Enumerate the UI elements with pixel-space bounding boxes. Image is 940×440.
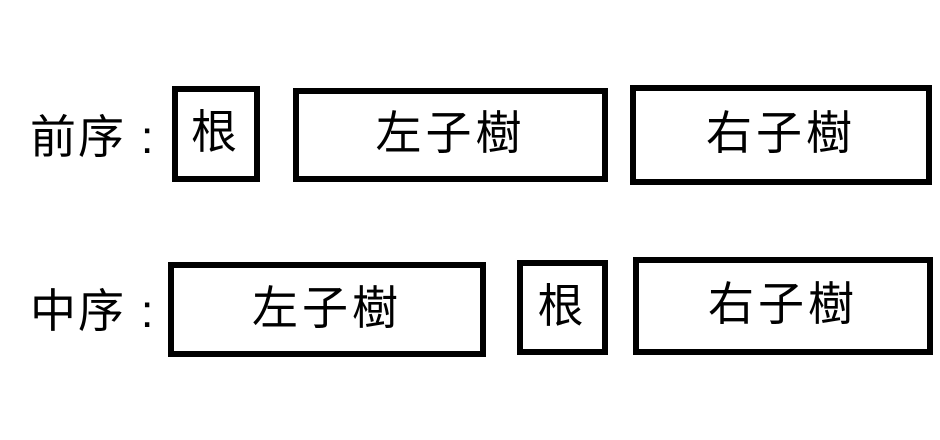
inorder-left-subtree-box: 左子樹 — [168, 262, 486, 357]
preorder-right-subtree-box: 右子樹 — [630, 85, 932, 185]
inorder-root-text: 根 — [537, 279, 588, 332]
inorder-right-subtree-box: 右子樹 — [633, 257, 933, 355]
preorder-right-subtree-text: 右子樹 — [706, 107, 856, 159]
preorder-row-label: 前序 : — [30, 111, 156, 163]
preorder-left-subtree-text: 左子樹 — [375, 107, 526, 159]
preorder-left-subtree-box: 左子樹 — [293, 88, 608, 182]
inorder-root-box: 根 — [517, 260, 608, 355]
inorder-row-label: 中序 : — [30, 284, 156, 337]
inorder-left-subtree-text: 左子樹 — [252, 281, 402, 334]
preorder-root-text: 根 — [191, 106, 241, 158]
preorder-root-box: 根 — [172, 86, 260, 182]
inorder-right-subtree-text: 右子樹 — [708, 278, 858, 330]
